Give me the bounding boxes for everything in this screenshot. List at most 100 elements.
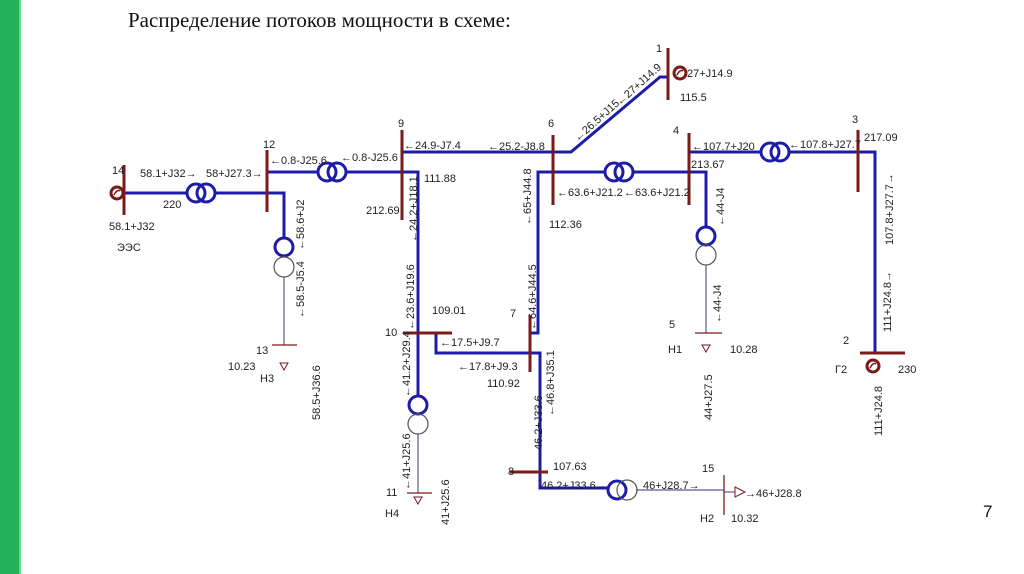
transformer-icon — [613, 161, 635, 183]
node-5-voltage: 10.28 — [730, 344, 758, 356]
transformer-icon — [606, 479, 628, 501]
node-7-voltage: 110.92 — [487, 378, 520, 390]
flow-label: ←58.6+J2 — [295, 200, 307, 250]
node-14-name: ЭЭС — [117, 242, 141, 254]
slide-accent-bar — [0, 0, 21, 574]
transformer-icon — [273, 236, 295, 258]
flow-label: ←23.6+J19.6 — [405, 264, 417, 330]
node-12-voltage: 212.69 — [366, 205, 400, 217]
flow-label: 58+J27.3→ — [206, 168, 263, 180]
flow-label: ←63.6+J21.2 — [624, 187, 690, 199]
flow-label: ←46.8+J35.1 — [545, 350, 557, 416]
generator-icon — [109, 185, 125, 201]
transformer-icon — [759, 141, 781, 163]
node-9-id: 9 — [398, 118, 404, 130]
flow-label: ←26.5+J15 — [572, 97, 622, 144]
line-10-7 — [434, 333, 530, 355]
flow-label: ←27+J14.9 — [614, 61, 664, 108]
node-13-load: 58.5+J36.6 — [311, 365, 323, 420]
node-11-id: 11 — [386, 487, 397, 499]
flow-label: 46.2+J33.6→ — [541, 480, 607, 492]
flow-label: ←41.2+J29.4 — [401, 331, 413, 397]
node-5-load: 44+J27.5 — [703, 374, 715, 420]
transformer-icon — [407, 394, 429, 416]
transformer-icon — [326, 161, 348, 183]
transformer-icon — [695, 225, 717, 247]
transformer-icon — [273, 256, 295, 278]
flow-label: ←44-J4 — [712, 284, 724, 323]
node-13-voltage: 10.23 — [228, 361, 256, 373]
line-4-3-2 — [689, 150, 877, 353]
flow-label: ←44-J4 — [715, 187, 727, 226]
transformer-icon — [616, 479, 638, 501]
node-2-id: 2 — [843, 335, 849, 347]
node-7-id: 7 — [510, 308, 516, 320]
flow-label: 46+J28.7→ — [643, 480, 700, 492]
transformers — [185, 141, 791, 501]
node-14-gen: 58.1+J32 — [109, 221, 155, 233]
transformer-icon — [769, 141, 791, 163]
line-7-6-4 — [530, 170, 708, 335]
node-6-id: 6 — [548, 118, 554, 130]
transformer-icon — [695, 244, 717, 266]
line-9-10-11 — [402, 170, 420, 396]
generators — [109, 65, 881, 374]
flow-label: ←0.8-J25.6 — [341, 152, 398, 164]
flow-label: 107.8+J27.7→ — [884, 173, 896, 245]
flow-label: ←63.6+J21.2 — [557, 187, 623, 199]
transformer-icon — [185, 182, 207, 204]
node-2-gen: 111+J24.8 — [873, 386, 885, 436]
transformer-icon — [603, 161, 625, 183]
flow-label: ←107.7+J20 — [692, 141, 755, 153]
flow-label: ←24.2+J18.1 — [408, 176, 420, 242]
transformer-icon — [316, 161, 338, 183]
transformer-icon — [407, 413, 429, 435]
buses — [122, 48, 905, 515]
node-6-voltage: 112.36 — [549, 219, 582, 231]
load-arrow-15 — [734, 486, 747, 498]
slide-title: Распределение потоков мощности в схеме: — [128, 8, 511, 32]
node-4-voltage: 213.67 — [691, 159, 725, 171]
node-13-name: Н3 — [260, 373, 274, 385]
node-1-voltage: 115.5 — [680, 92, 707, 104]
flow-label: ←17.8+J9.3 — [458, 361, 518, 373]
node-13-id: 13 — [256, 345, 268, 357]
flow-label: ←46.2+J33.6 — [533, 395, 545, 461]
node-5-id: 5 — [669, 319, 675, 331]
transformer-icon — [195, 182, 217, 204]
network-lines — [124, 75, 877, 498]
node-1-id: 1 — [656, 43, 662, 55]
node-10-voltage: 109.01 — [432, 305, 466, 317]
node-14-voltage: 220 — [163, 199, 181, 211]
node-15-id: 15 — [702, 463, 714, 475]
page-number: 7 — [983, 502, 993, 521]
flow-label: ←17.5+J9.7 — [440, 337, 500, 349]
line-9-6-1 — [402, 75, 668, 154]
node-2-voltage: 230 — [898, 364, 916, 376]
load-arrow-13 — [279, 362, 289, 372]
node-12-id: 12 — [263, 139, 275, 151]
flow-label: 111+J24.8→ — [882, 271, 894, 332]
node-5-name: Н1 — [668, 344, 682, 356]
flow-label: ←58.5-J5.4 — [295, 261, 307, 318]
flow-label: ←24.9-J7.4 — [404, 140, 461, 152]
load-arrow-5 — [701, 344, 711, 354]
flow-label: ←0.8-J25.6 — [270, 155, 327, 167]
node-9-voltage: 111.88 — [424, 173, 456, 185]
flow-label: ←41+J25.6 — [401, 433, 413, 490]
node-4-id: 4 — [673, 125, 679, 137]
node-8-voltage: 107.63 — [553, 461, 587, 473]
generator-icon — [865, 358, 881, 374]
node-10-id: 10 — [385, 327, 397, 339]
node-14-id: 14 — [112, 165, 124, 177]
flow-label: ←25.2-J8.8 — [488, 141, 545, 153]
node-11-load: 41+J25.6 — [440, 479, 452, 525]
node-3-voltage: 217.09 — [864, 132, 898, 144]
node-8-id: 8 — [508, 466, 514, 478]
line-12-13 — [267, 191, 286, 238]
node-3-id: 3 — [852, 114, 858, 126]
node-1-gen: 27+J14.9 — [687, 68, 733, 80]
load-arrow-11 — [413, 496, 423, 506]
flow-label: ←107.8+J27.7 — [789, 139, 861, 151]
